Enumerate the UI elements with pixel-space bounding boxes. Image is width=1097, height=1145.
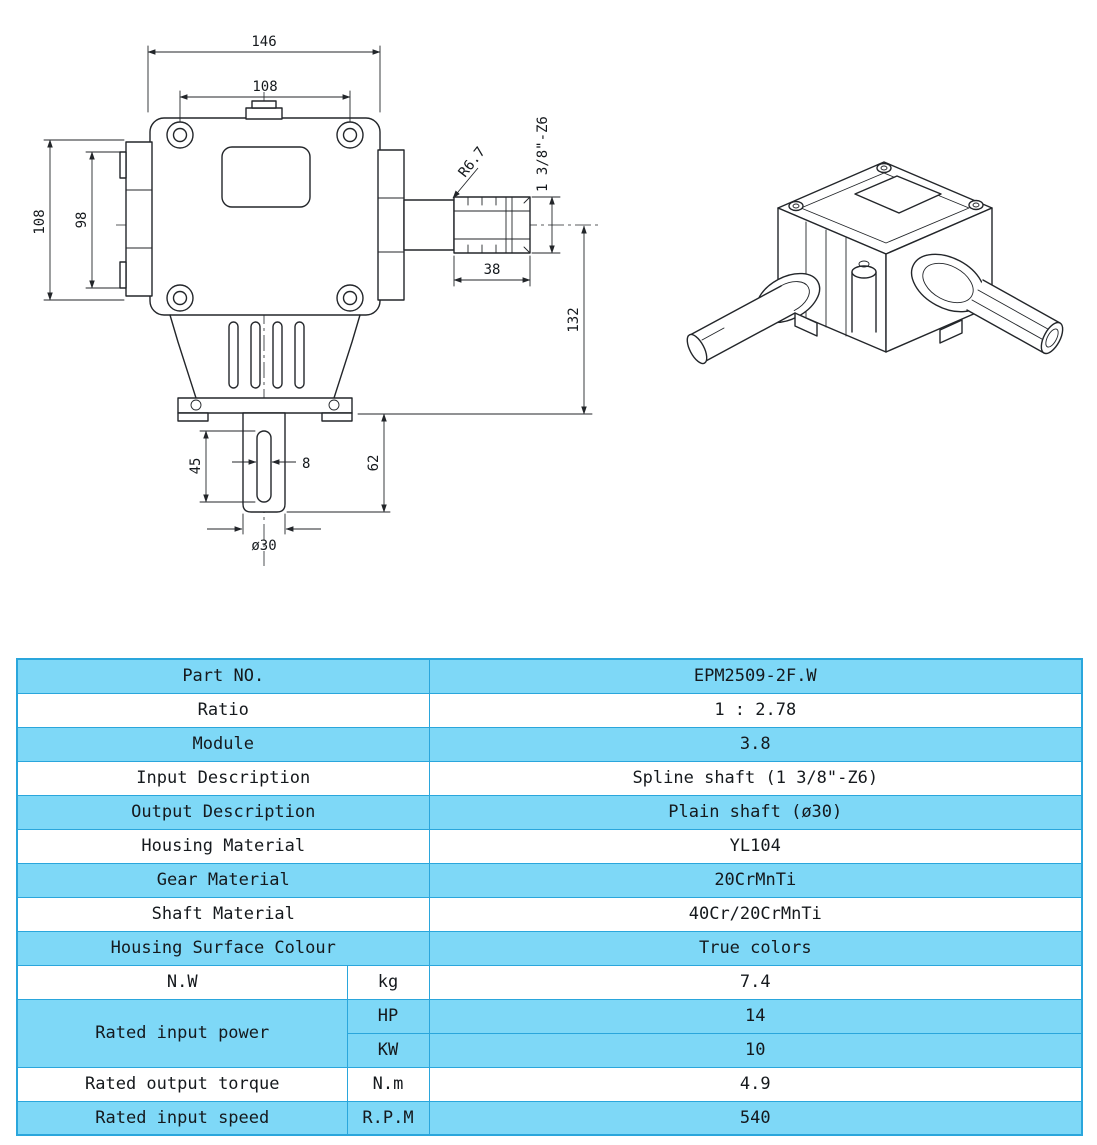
table-row: Housing Surface Colour True colors: [16, 930, 1083, 966]
unit-net-weight: kg: [346, 964, 430, 1000]
value-power-hp: 14: [428, 998, 1083, 1034]
label-module: Module: [16, 726, 430, 762]
label-output-description: Output Description: [16, 794, 430, 830]
table-row: Rated output torque N.m 4.9: [16, 1066, 1083, 1102]
table-row: Ratio 1 : 2.78: [16, 692, 1083, 728]
front-view-drawing: 146 108 108 98 R6.7 1 3/8"-Z6: [32, 34, 600, 566]
isometric-view-drawing: [686, 161, 1064, 365]
unit-speed: R.P.M: [346, 1100, 430, 1136]
value-part-no: EPM2509-2F.W: [428, 658, 1083, 694]
table-row: Shaft Material 40Cr/20CrMnTi: [16, 896, 1083, 932]
label-part-no: Part NO.: [16, 658, 430, 694]
spec-table: Part NO. EPM2509-2F.W Ratio 1 : 2.78 Mod…: [16, 658, 1084, 1136]
value-ratio: 1 : 2.78: [428, 692, 1083, 728]
value-housing-surface-colour: True colors: [428, 930, 1083, 966]
dim-keyway-length: 45: [188, 458, 204, 475]
value-shaft-material: 40Cr/20CrMnTi: [428, 896, 1083, 932]
label-ratio: Ratio: [16, 692, 430, 728]
table-row: Part NO. EPM2509-2F.W: [16, 658, 1083, 694]
dim-shaft-diameter: ø30: [251, 538, 276, 554]
dim-bolt-span-width: 108: [252, 79, 277, 95]
label-shaft-material: Shaft Material: [16, 896, 430, 932]
value-output-description: Plain shaft (ø30): [428, 794, 1083, 830]
label-rated-input-speed: Rated input speed: [16, 1100, 348, 1136]
unit-power-hp: HP: [346, 998, 430, 1034]
value-power-kw: 10: [428, 1032, 1083, 1068]
label-gear-material: Gear Material: [16, 862, 430, 898]
dim-flange-height: 108: [32, 209, 48, 234]
label-housing-material: Housing Material: [16, 828, 430, 864]
value-torque: 4.9: [428, 1066, 1083, 1102]
table-row: Input Description Spline shaft (1 3/8"-Z…: [16, 760, 1083, 796]
dim-center-to-end: 132: [566, 307, 582, 332]
table-row: Rated input speed R.P.M 540: [16, 1100, 1083, 1136]
dim-overall-width: 146: [251, 34, 276, 50]
dim-keyway-width: 8: [302, 456, 310, 472]
dim-bolt-span-height: 98: [74, 212, 90, 229]
label-net-weight: N.W: [16, 964, 348, 1000]
value-speed: 540: [428, 1100, 1083, 1136]
label-housing-surface-colour: Housing Surface Colour: [16, 930, 430, 966]
dim-shaft-length: 62: [366, 455, 382, 472]
label-rated-input-power: Rated input power: [16, 998, 348, 1068]
value-module: 3.8: [428, 726, 1083, 762]
technical-drawing: 146 108 108 98 R6.7 1 3/8"-Z6: [32, 34, 1064, 566]
table-row: N.W kg 7.4: [16, 964, 1083, 1000]
label-input-description: Input Description: [16, 760, 430, 796]
unit-power-kw: KW: [346, 1032, 430, 1068]
value-gear-material: 20CrMnTi: [428, 862, 1083, 898]
table-row: Output Description Plain shaft (ø30): [16, 794, 1083, 830]
table-row: Housing Material YL104: [16, 828, 1083, 864]
table-row: Gear Material 20CrMnTi: [16, 862, 1083, 898]
dim-spline-length: 38: [484, 262, 501, 278]
unit-torque: N.m: [346, 1066, 430, 1102]
value-net-weight: 7.4: [428, 964, 1083, 1000]
value-input-description: Spline shaft (1 3/8"-Z6): [428, 760, 1083, 796]
table-row: Rated input power HP 14: [16, 998, 1083, 1068]
value-housing-material: YL104: [428, 828, 1083, 864]
table-row: Module 3.8: [16, 726, 1083, 762]
table-row: KW 10: [17, 1032, 1083, 1068]
label-rated-output-torque: Rated output torque: [16, 1066, 348, 1102]
dim-spline-spec: 1 3/8"-Z6: [535, 116, 551, 192]
dim-fillet-radius: R6.7: [456, 144, 489, 180]
